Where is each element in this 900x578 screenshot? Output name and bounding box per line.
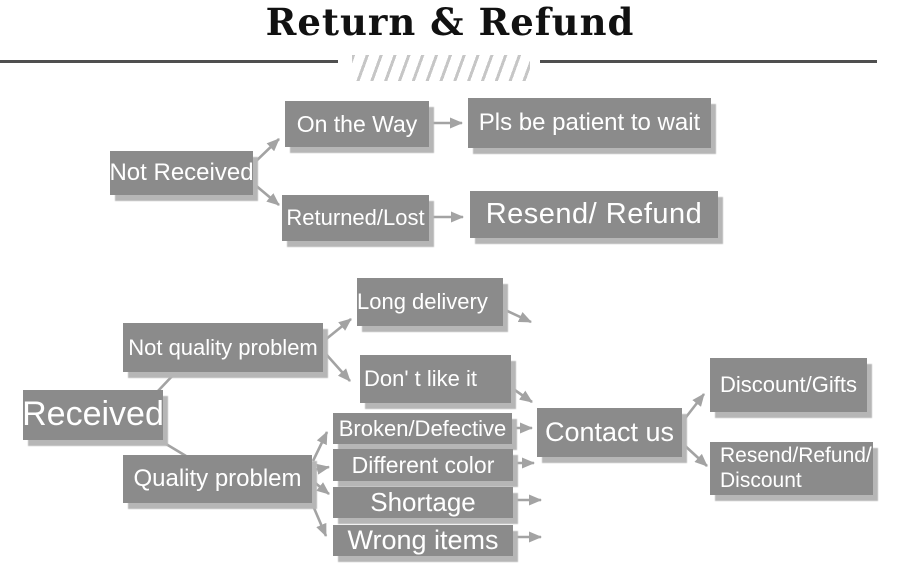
arrow-quality-to-different-color bbox=[312, 463, 330, 475]
node-wrong-items: Wrong items bbox=[333, 525, 513, 556]
node-broken-defective: Broken/Defective bbox=[333, 413, 512, 444]
arrow-quality-to-wrong-items bbox=[309, 500, 328, 537]
node-not-quality-problem: Not quality problem bbox=[123, 323, 323, 372]
arrow-quality-to-broken-defective bbox=[311, 431, 329, 462]
title-rule-right bbox=[540, 60, 877, 63]
node-resend-refund-discount-line1: Resend/Refund/ bbox=[720, 444, 872, 468]
page-title: Return & Refund bbox=[265, 0, 635, 44]
node-resend-refund-discount: Resend/Refund/ Discount bbox=[710, 442, 873, 495]
arrow-not-received-to-returned-lost bbox=[253, 183, 280, 206]
arrow-long-delivery-to-contact-us bbox=[502, 307, 532, 324]
node-contact-us: Contact us bbox=[537, 408, 682, 457]
arrow-quality-to-shortage bbox=[313, 480, 330, 496]
line-received-to-not-quality-problem bbox=[157, 371, 177, 392]
arrow-not-quality-to-dont-like-it bbox=[324, 352, 351, 382]
node-long-delivery: Long delivery bbox=[357, 278, 503, 326]
node-different-color: Different color bbox=[333, 449, 513, 481]
node-returned-lost: Returned/Lost bbox=[282, 195, 429, 241]
line-received-to-quality-problem bbox=[160, 439, 187, 458]
node-quality-problem: Quality problem bbox=[123, 455, 312, 503]
arrow-not-received-to-on-the-way bbox=[253, 138, 280, 164]
title-rule-left bbox=[0, 60, 338, 63]
arrow-not-quality-to-long-delivery bbox=[324, 317, 352, 342]
title-hatch-decoration bbox=[352, 55, 530, 81]
node-pls-be-patient: Pls be patient to wait bbox=[468, 98, 711, 148]
arrow-dont-like-it-to-contact-us bbox=[508, 384, 533, 404]
node-discount-gifts: Discount/Gifts bbox=[710, 358, 867, 412]
arrow-contact-us-to-resend-refund-discount bbox=[682, 443, 708, 467]
node-dont-like-it: Don' t like it bbox=[360, 355, 511, 403]
node-resend-refund: Resend/ Refund bbox=[470, 191, 718, 238]
arrow-contact-us-to-discount-gifts bbox=[681, 393, 706, 422]
node-received: Received bbox=[22, 390, 164, 440]
node-on-the-way: On the Way bbox=[285, 101, 429, 147]
node-resend-refund-discount-line2: Discount bbox=[720, 468, 802, 492]
node-not-received: Not Received bbox=[109, 151, 254, 195]
node-shortage: Shortage bbox=[333, 487, 513, 518]
